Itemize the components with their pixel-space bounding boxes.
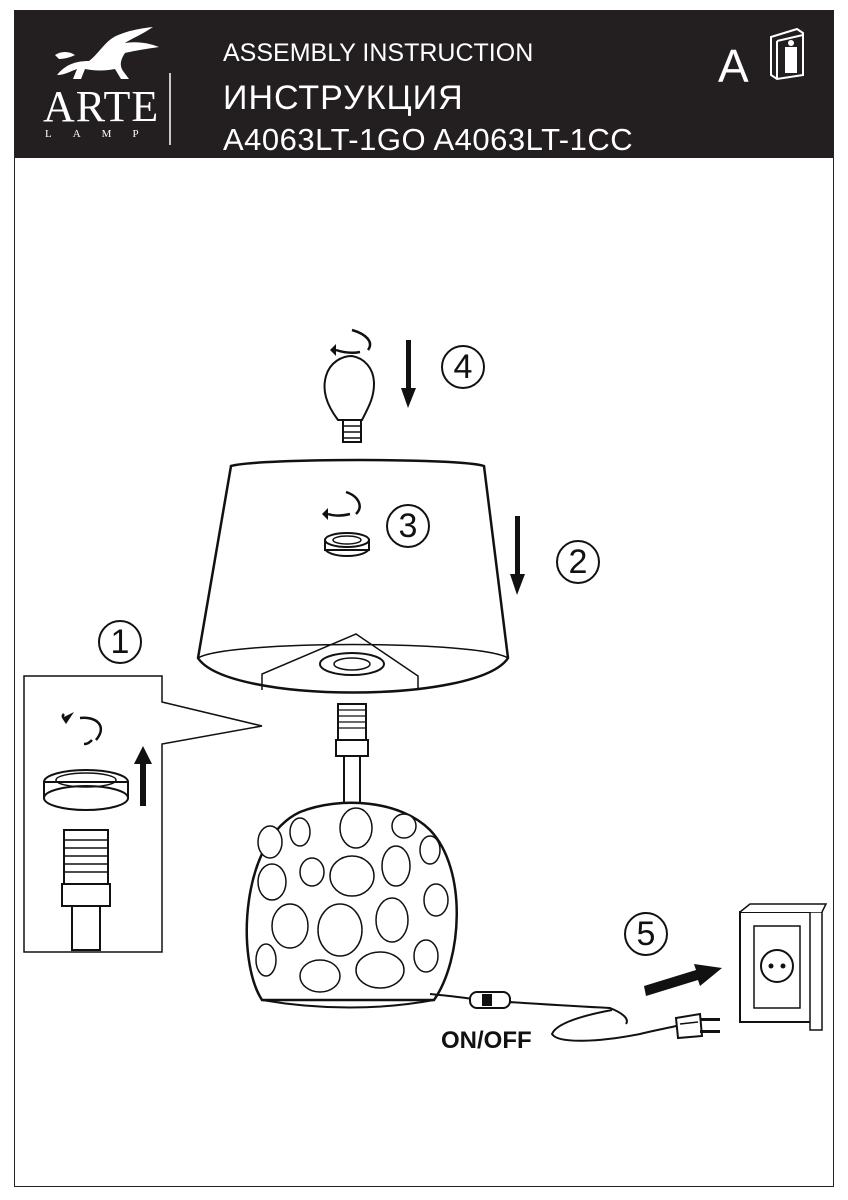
lamp-socket-icon	[335, 703, 369, 805]
step-number-5: 5	[624, 912, 668, 956]
step-number-1: 1	[98, 620, 142, 664]
switch-label: ON/OFF	[441, 1027, 532, 1054]
shade-ring-icon	[324, 532, 370, 557]
language-letter: A	[718, 40, 749, 92]
insert-arrow-icon	[644, 964, 722, 996]
info-book-icon	[770, 27, 804, 81]
rotate-arrow-icon	[327, 490, 361, 517]
rotate-arrow-icon	[335, 328, 372, 355]
logo-wordmark: ARTE	[43, 82, 160, 131]
step-number-2: 2	[556, 540, 600, 584]
title-russian: ИНСТРУКЦИЯ	[223, 79, 464, 117]
step-number-4: 4	[441, 345, 485, 389]
logo-subtitle: LAMP	[45, 128, 160, 140]
title-english: ASSEMBLY INSTRUCTION	[223, 39, 534, 67]
lamp-shade-icon	[196, 458, 510, 694]
page-border	[14, 10, 834, 1187]
detail-inset	[23, 675, 263, 953]
wall-socket-icon	[739, 903, 828, 1031]
model-numbers: A4063LT-1GO A4063LT-1CC	[223, 122, 634, 157]
light-bulb-icon	[323, 354, 376, 443]
step-number-3: 3	[386, 504, 430, 548]
griffin-logo-icon	[55, 27, 159, 79]
switch-icon[interactable]	[469, 991, 511, 1009]
header-bar: ARTE LAMP ASSEMBLY INSTRUCTION ИНСТРУКЦИ…	[15, 11, 833, 158]
down-arrow-icon	[401, 340, 416, 408]
logo-divider	[169, 73, 171, 145]
power-plug-icon	[674, 1012, 720, 1040]
lamp-base-icon	[245, 801, 458, 1009]
